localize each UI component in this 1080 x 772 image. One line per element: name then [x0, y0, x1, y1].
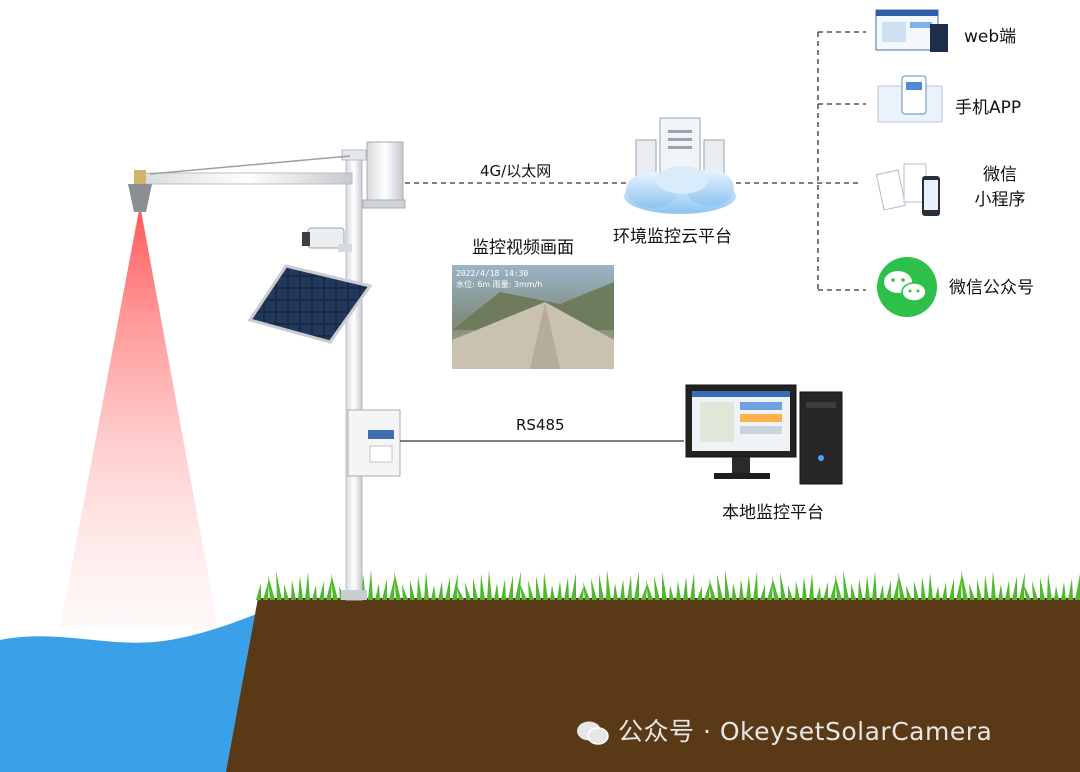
wechat-official-account-icon — [877, 257, 937, 317]
client-label-app: 手机APP — [955, 98, 1022, 118]
soil-bank — [226, 598, 1080, 772]
client-label-official-account: 微信公众号 — [949, 278, 1034, 298]
grass-blades — [256, 570, 1080, 600]
water-body — [0, 612, 262, 772]
cloud-server-icon — [624, 117, 736, 214]
client-label-miniprogram-line1: 微信 — [983, 165, 1017, 185]
video-preview-title: 监控视频画面 — [472, 238, 574, 258]
cloud-platform-label: 环境监控云平台 — [613, 227, 732, 247]
client-label-miniprogram-line2: 小程序 — [974, 190, 1026, 210]
surveillance-camera — [302, 227, 352, 252]
network-links — [400, 31, 866, 442]
control-box — [347, 409, 401, 477]
local-platform-label: 本地监控平台 — [722, 503, 824, 523]
watermark: 公众号 · OkeysetSolarCamera — [576, 712, 992, 748]
cantilever-arm — [139, 172, 353, 185]
client-label-web: web端 — [964, 27, 1017, 47]
rain-gauge — [362, 141, 406, 209]
radar-beam — [60, 205, 218, 628]
local-pc-icon — [685, 384, 843, 485]
grass-strip — [256, 570, 1080, 600]
video-timestamp: 2022/4/18 14:30 — [456, 269, 528, 278]
video-sensor-readout: 水位: 6m 雨量: 3mm/h — [456, 279, 542, 289]
network-link-label: 4G/以太网 — [480, 162, 552, 180]
wechat-watermark-icon — [577, 721, 609, 745]
video-preview — [452, 265, 614, 369]
rs485-link-label: RS485 — [516, 416, 565, 434]
wechat-miniprogram-icon — [875, 163, 940, 216]
monitoring-pole — [345, 151, 363, 601]
web-client-icon — [875, 9, 948, 52]
solar-panel — [247, 264, 373, 344]
radar-level-sensor — [128, 170, 152, 212]
mobile-app-icon — [877, 75, 943, 123]
client-label-miniprogram: 微信 小程序 — [970, 160, 1030, 210]
watermark-text: 公众号 · OkeysetSolarCamera — [618, 717, 993, 746]
